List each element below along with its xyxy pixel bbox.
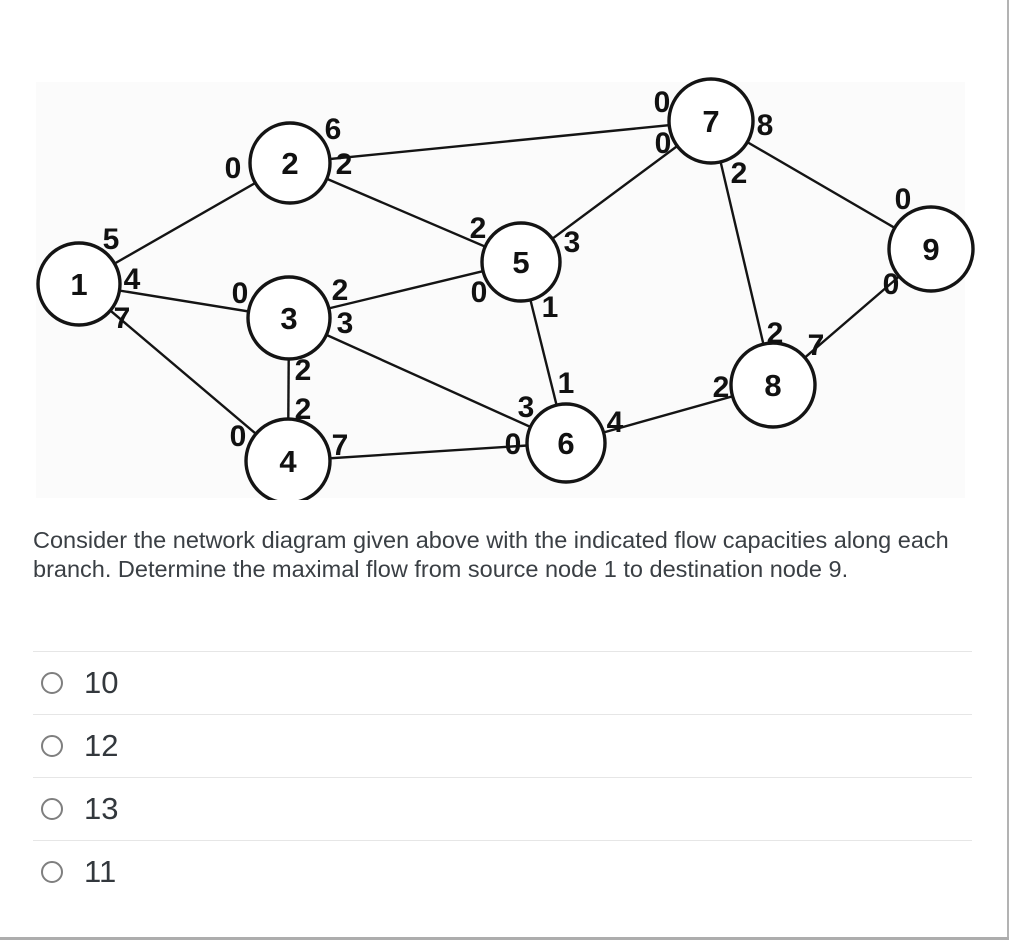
capacity-label-7-9: 0 xyxy=(895,183,912,216)
capacity-label-4-6: 0 xyxy=(505,428,522,461)
capacity-label-2-5: 2 xyxy=(336,148,353,181)
capacity-label-1-3: 4 xyxy=(124,263,141,296)
node-5-label: 5 xyxy=(512,245,529,280)
answer-option-label: 11 xyxy=(84,853,117,889)
capacity-label-5-6: 1 xyxy=(542,291,559,324)
panel-bottom-border xyxy=(0,937,1009,940)
answer-option-12[interactable]: 12 xyxy=(33,714,972,777)
node-7-label: 7 xyxy=(702,104,719,139)
capacity-label-1-2: 5 xyxy=(103,223,120,256)
node-7-circle xyxy=(667,77,755,165)
capacity-label-5-7: 3 xyxy=(564,226,581,259)
node-6-label: 6 xyxy=(557,426,574,461)
capacity-label-7-8: 2 xyxy=(767,317,784,350)
capacity-label-3-4: 2 xyxy=(295,393,312,426)
node-5-circle xyxy=(480,221,562,303)
edge-3-6 xyxy=(288,316,567,445)
capacity-label-2-5: 2 xyxy=(470,212,487,245)
panel-right-border xyxy=(1007,0,1009,939)
node-1-label: 1 xyxy=(70,267,87,302)
capacity-label-7-8: 2 xyxy=(731,157,748,190)
capacity-label-1-4: 7 xyxy=(114,302,131,335)
question-text: Consider the network diagram given above… xyxy=(33,527,949,582)
capacity-label-3-5: 2 xyxy=(332,274,349,307)
capacity-label-3-6: 3 xyxy=(518,391,535,424)
answer-option-label: 10 xyxy=(84,664,119,700)
node-2-label: 2 xyxy=(281,146,298,181)
answer-option-13[interactable]: 13 xyxy=(33,777,972,840)
edge-4-6 xyxy=(287,441,567,463)
capacity-label-4-6: 7 xyxy=(332,429,349,462)
edge-2-5 xyxy=(289,161,522,264)
capacity-label-2-7: 0 xyxy=(654,86,671,119)
capacity-label-2-7: 6 xyxy=(325,113,342,146)
capacity-label-1-4: 0 xyxy=(230,420,247,453)
radio-button[interactable] xyxy=(41,735,63,757)
capacity-label-7-9: 8 xyxy=(757,109,774,142)
capacity-label-8-9: 7 xyxy=(808,329,825,362)
node-8-circle xyxy=(729,341,817,429)
capacity-label-5-6: 1 xyxy=(558,367,575,400)
radio-button[interactable] xyxy=(41,861,63,883)
node-9-circle xyxy=(887,205,975,293)
node-1-circle xyxy=(36,241,122,327)
capacity-label-1-2: 0 xyxy=(225,152,242,185)
capacity-label-6-8: 4 xyxy=(607,406,624,439)
node-6-circle xyxy=(525,402,607,484)
answer-option-label: 13 xyxy=(84,790,119,826)
radio-button[interactable] xyxy=(41,798,63,820)
node-8-label: 8 xyxy=(764,368,781,403)
node-2-circle xyxy=(248,121,332,205)
answer-option-11[interactable]: 11 xyxy=(33,840,972,903)
answer-options: 10 12 13 11 xyxy=(33,651,972,903)
radio-button[interactable] xyxy=(41,672,63,694)
capacity-label-1-3: 0 xyxy=(232,277,249,310)
capacity-label-8-9: 0 xyxy=(883,268,900,301)
node-3-circle xyxy=(246,275,332,361)
capacity-label-5-7: 0 xyxy=(655,127,672,160)
answer-option-label: 12 xyxy=(84,727,119,763)
node-3-label: 3 xyxy=(280,301,297,336)
capacity-label-3-4: 2 xyxy=(295,354,312,387)
edge-1-4 xyxy=(78,283,289,462)
capacity-label-6-8: 2 xyxy=(713,371,730,404)
capacity-label-3-5: 0 xyxy=(471,276,488,309)
node-4-label: 4 xyxy=(279,444,297,479)
edge-7-8 xyxy=(709,120,775,386)
node-4-circle xyxy=(244,417,332,500)
answer-option-10[interactable]: 10 xyxy=(33,651,972,714)
edge-2-7 xyxy=(289,119,712,165)
node-9-label: 9 xyxy=(922,232,939,267)
capacity-label-3-6: 3 xyxy=(337,307,354,340)
